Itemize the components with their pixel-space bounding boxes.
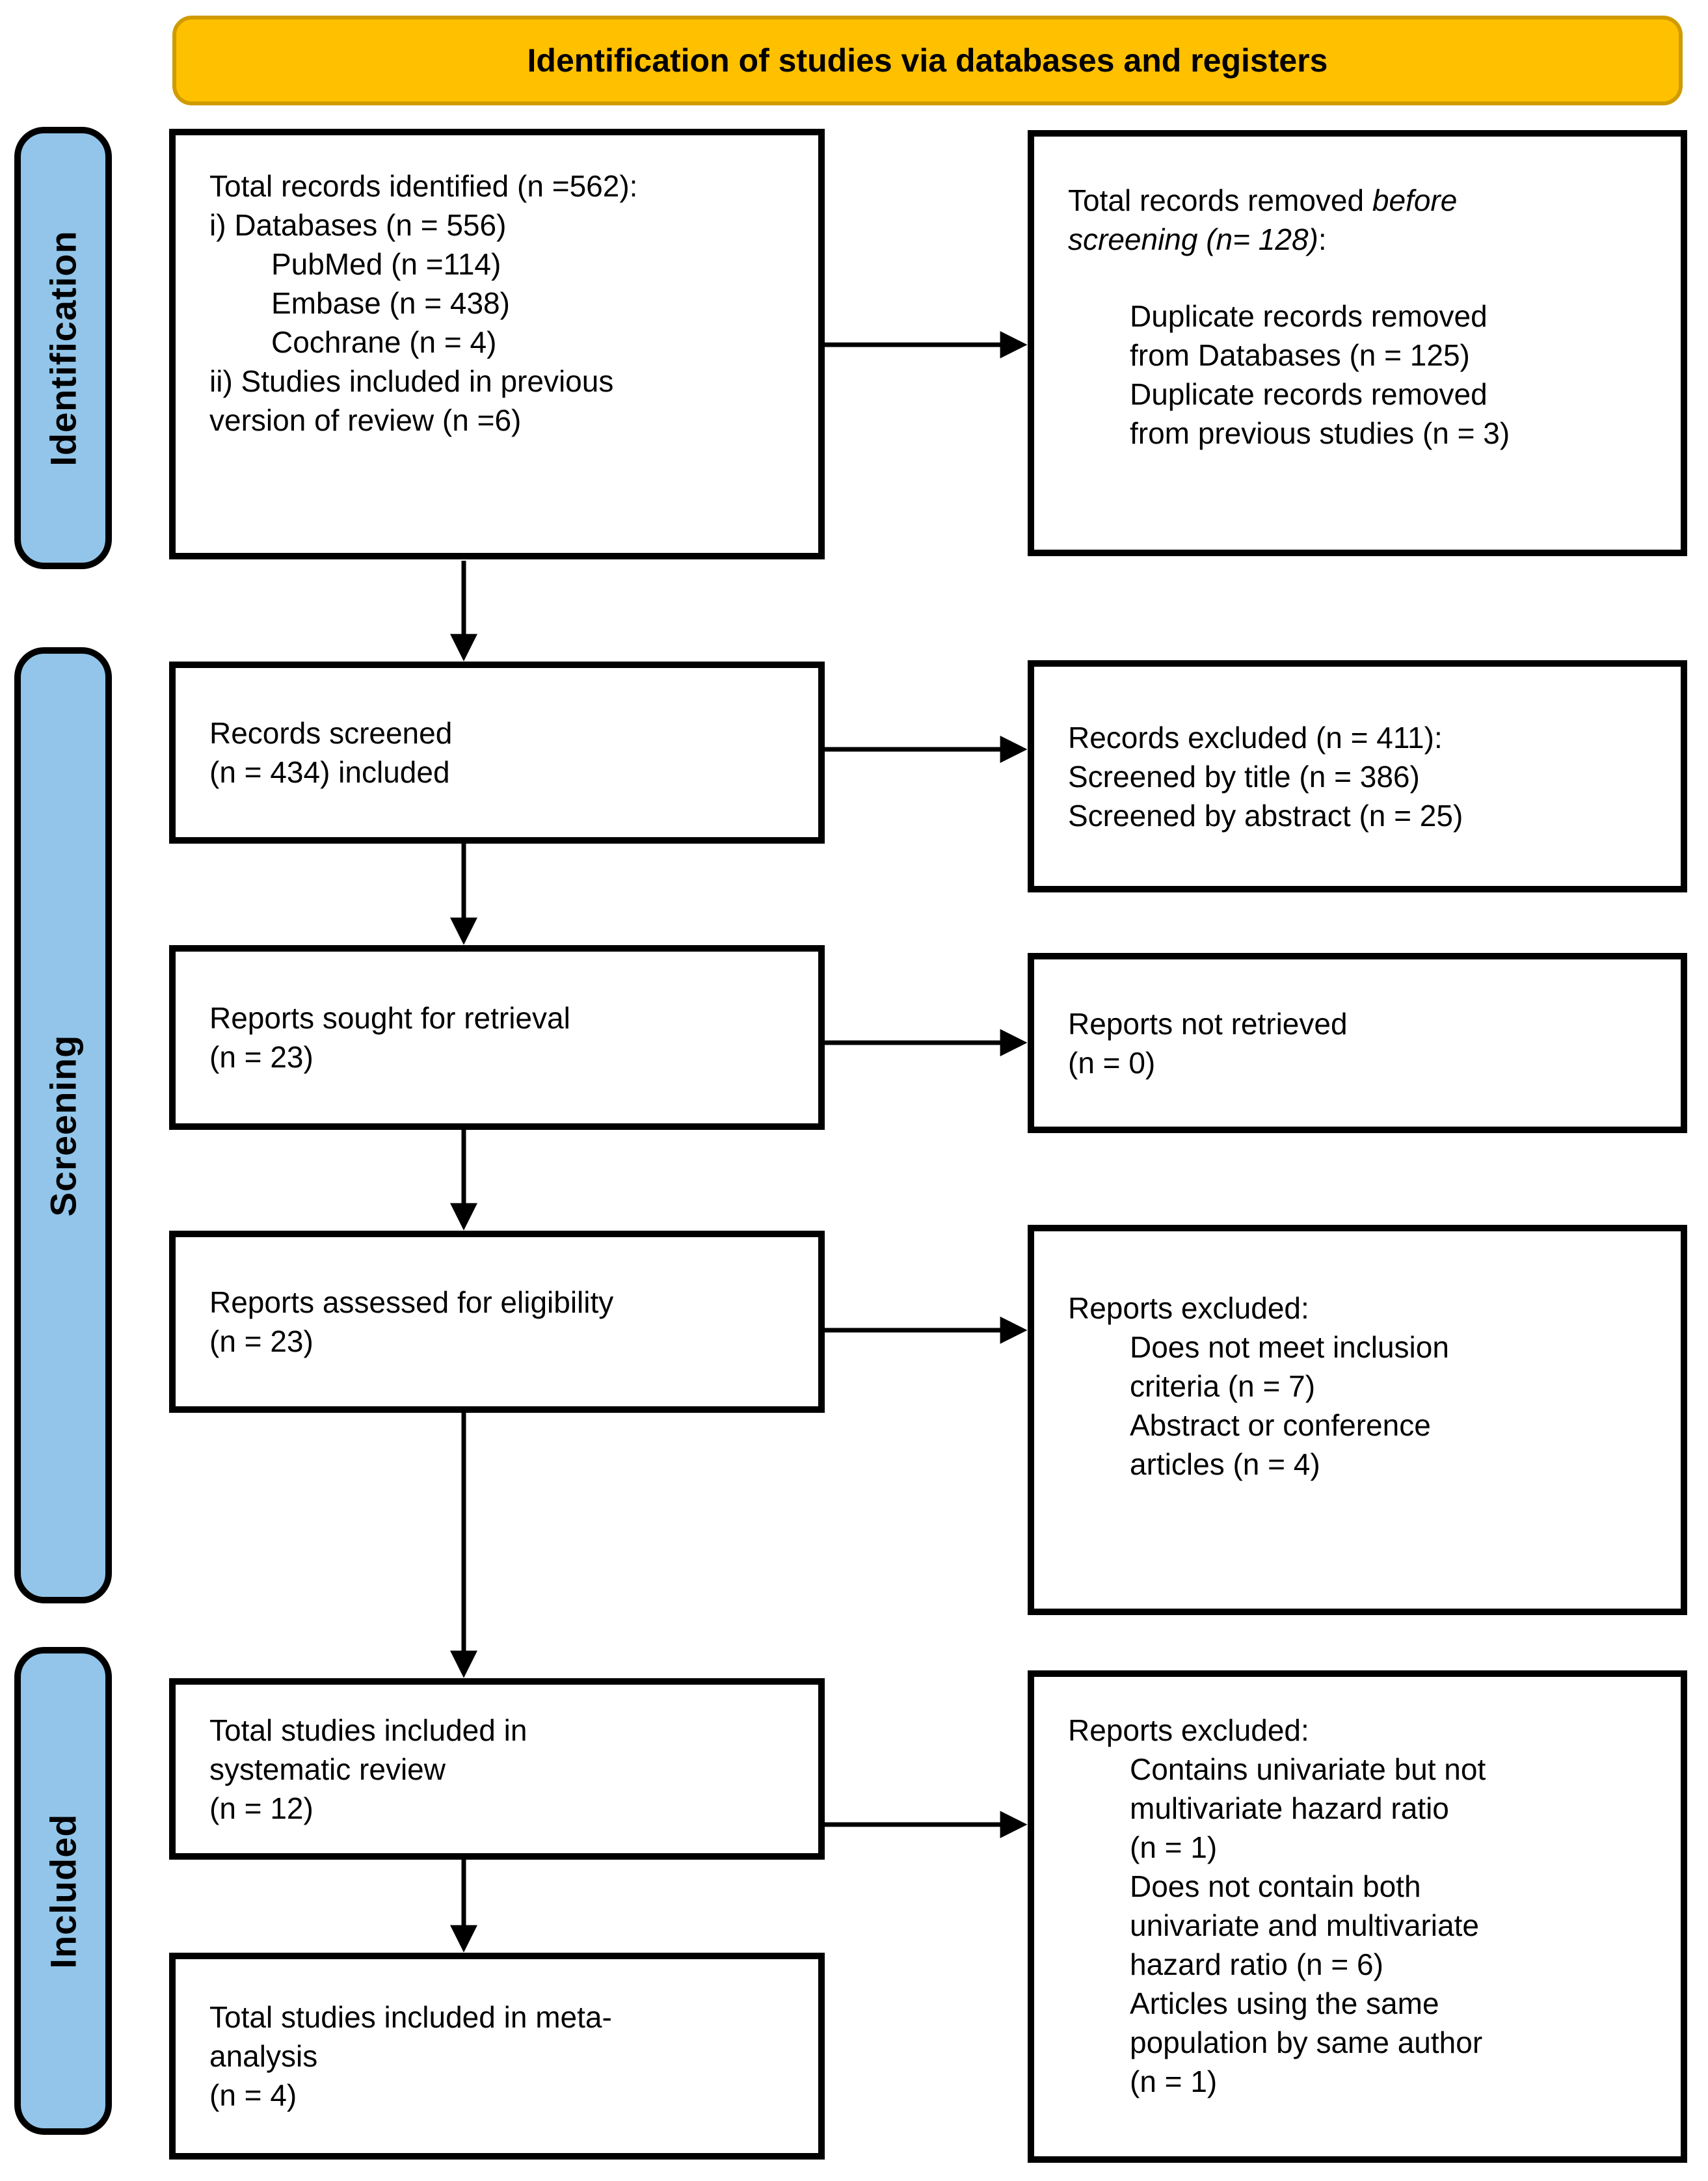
box-text-line: (n = 4)	[209, 2078, 297, 2112]
box-text-line: Total records identified (n =562):	[209, 169, 638, 203]
records-identified-box: Total records identified (n =562): i) Da…	[169, 129, 825, 559]
box-text-line: Total studies included in	[209, 1713, 527, 1747]
banner-label: Identification of studies via databases …	[527, 42, 1328, 79]
box-text-line: Cochrane (n = 4)	[271, 325, 497, 359]
box-text-line: multivariate hazard ratio	[1130, 1791, 1449, 1825]
box-text-line: Duplicate records removed	[1130, 377, 1488, 411]
box-text-line: Screened by abstract (n = 25)	[1068, 798, 1463, 833]
box-text-segment-italic: screening (n= 128)	[1068, 222, 1318, 256]
box-text-segment: Total records removed	[1068, 183, 1372, 217]
box-text-line: articles (n = 4)	[1130, 1447, 1320, 1481]
box-text-line: screening (n= 128):	[1068, 220, 1657, 259]
box-text-line: analysis	[209, 2039, 318, 2073]
box-text-line: Total records removed before	[1068, 181, 1657, 220]
box-text-line: Contains univariate but not	[1130, 1752, 1486, 1786]
box-text-line: Reports excluded:	[1068, 1713, 1309, 1747]
box-text-line: Reports excluded:	[1068, 1291, 1309, 1325]
box-text-line: Embase (n = 438)	[271, 286, 510, 320]
box-text-line: (n = 23)	[209, 1040, 314, 1074]
box-text-line: criteria (n = 7)	[1130, 1369, 1316, 1403]
box-text-segment-italic: before	[1372, 183, 1458, 217]
box-text-line: Records excluded (n = 411):	[1068, 720, 1443, 755]
stage-label-text: Included	[42, 1813, 84, 1969]
box-text-line: Does not meet inclusion	[1130, 1330, 1449, 1364]
box-text-line: Does not contain both	[1130, 1869, 1421, 1903]
box-text-line: (n = 434) included	[209, 755, 450, 789]
box-text-line: i) Databases (n = 556)	[209, 208, 507, 242]
stage-label-screening: Screening	[14, 647, 112, 1603]
box-text-line: univariate and multivariate	[1130, 1908, 1479, 1942]
box-text-line: population by same author	[1130, 2026, 1483, 2059]
box-text-line: Screened by title (n = 386)	[1068, 759, 1420, 794]
records-removed-box: Total records removed before screening (…	[1028, 130, 1687, 556]
stage-label-text: Identification	[42, 230, 84, 466]
box-text-segment: :	[1318, 222, 1327, 256]
records-screened-box: Records screened (n = 434) included	[169, 662, 825, 844]
box-text-line: (n = 0)	[1068, 1045, 1156, 1080]
box-text-line: (n = 12)	[209, 1791, 314, 1825]
box-text-line: PubMed (n =114)	[271, 247, 501, 281]
reports-excluded-final-box: Reports excluded: Contains univariate bu…	[1028, 1670, 1687, 2163]
box-text-line: Reports sought for retrieval	[209, 1001, 570, 1035]
box-text-line: ii) Studies included in previous	[209, 364, 614, 398]
included-systematic-review-box: Total studies included in systematic rev…	[169, 1678, 825, 1860]
box-text-line: Reports assessed for eligibility	[209, 1285, 614, 1319]
box-text-line: Duplicate records removed	[1130, 299, 1488, 333]
box-text-line: (n = 1)	[1130, 1830, 1218, 1864]
box-text-line: Reports not retrieved	[1068, 1006, 1348, 1041]
box-text-line: from previous studies (n = 3)	[1130, 416, 1510, 450]
box-text-line: Articles using the same	[1130, 1987, 1439, 2020]
records-excluded-box: Records excluded (n = 411): Screened by …	[1028, 660, 1687, 892]
stage-label-included: Included	[14, 1647, 112, 2135]
reports-sought-box: Reports sought for retrieval (n = 23)	[169, 945, 825, 1130]
reports-assessed-box: Reports assessed for eligibility (n = 23…	[169, 1231, 825, 1413]
box-text-line: (n = 1)	[1130, 2065, 1218, 2098]
box-text-line: version of review (n =6)	[209, 403, 522, 437]
box-text-line: Total studies included in meta-	[209, 2000, 612, 2034]
included-meta-analysis-box: Total studies included in meta- analysis…	[169, 1953, 825, 2160]
stage-label-identification: Identification	[14, 127, 112, 569]
box-text-line: from Databases (n = 125)	[1130, 338, 1470, 372]
stage-label-text: Screening	[42, 1034, 84, 1216]
box-text-line: systematic review	[209, 1752, 446, 1786]
box-text-line: (n = 23)	[209, 1324, 314, 1358]
reports-not-retrieved-box: Reports not retrieved (n = 0)	[1028, 953, 1687, 1133]
banner: Identification of studies via databases …	[172, 16, 1683, 105]
box-text-line: Records screened	[209, 716, 453, 750]
box-text-line: Abstract or conference	[1130, 1408, 1431, 1442]
reports-excluded-assessment-box: Reports excluded: Does not meet inclusio…	[1028, 1225, 1687, 1615]
box-text-line: hazard ratio (n = 6)	[1130, 1947, 1383, 1981]
